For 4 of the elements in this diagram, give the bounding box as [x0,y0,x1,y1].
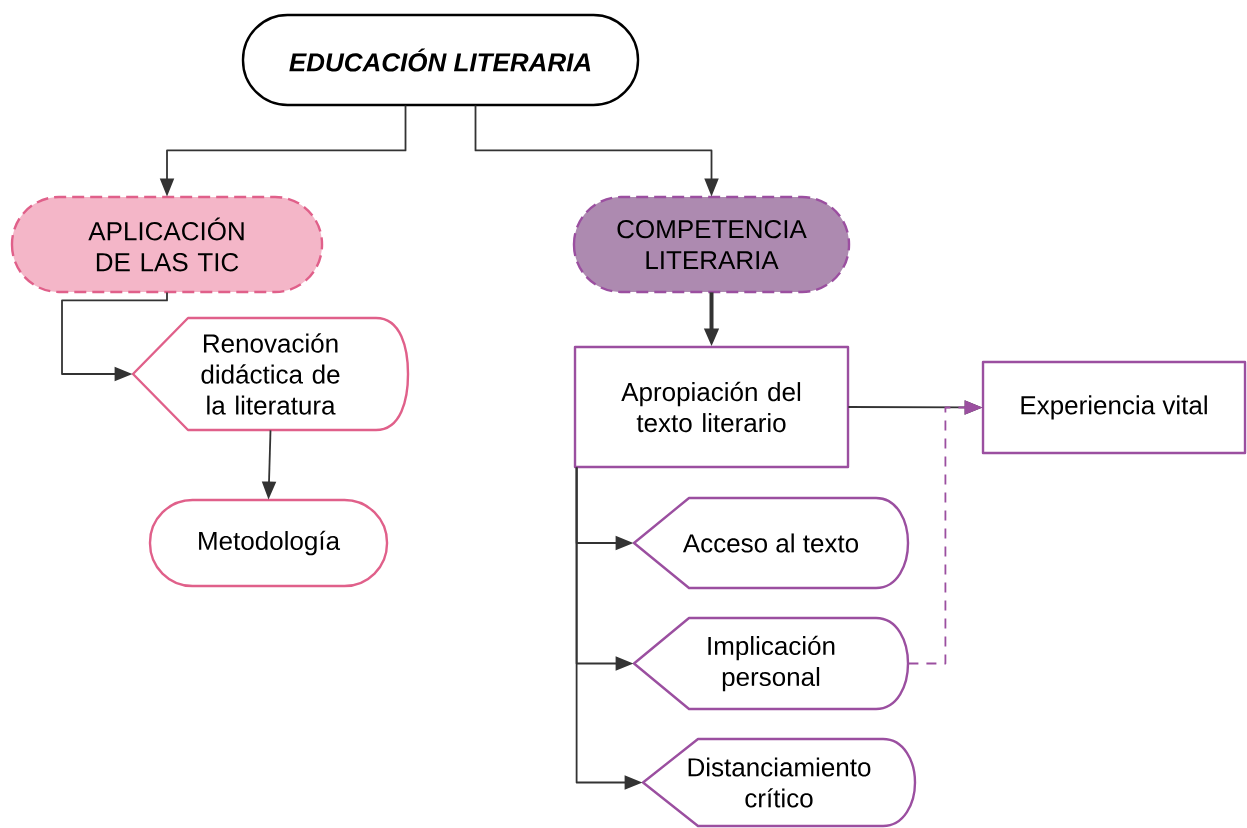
process-box: Experiencia vital [981,360,1247,455]
rounded-box: COMPETENCIA LITERARIA [572,195,851,294]
rounded-box: APLICACIÓN DE LAS TIC [10,195,324,294]
process-box: Apropiación del texto literario [573,345,850,469]
